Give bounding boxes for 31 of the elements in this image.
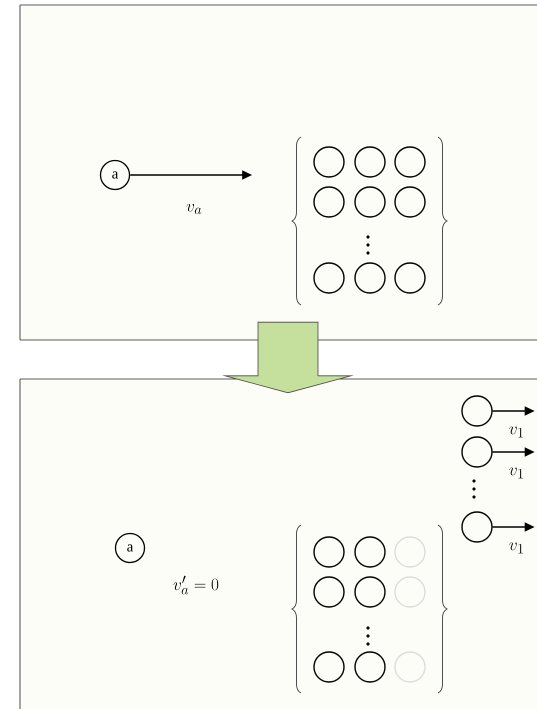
block-arrow (222, 322, 354, 394)
panel (19, 378, 537, 709)
velocity-label: $v_1$ (509, 467, 523, 478)
particle-circle (394, 186, 426, 218)
particle-circle (313, 651, 345, 683)
particle-circle (354, 576, 386, 608)
particle-circle (313, 576, 345, 608)
particle-circle (354, 536, 386, 568)
particle-circle (313, 536, 345, 568)
particle-circle (461, 395, 493, 427)
particle-label: a (100, 160, 130, 190)
particle-circle (461, 511, 493, 543)
particle-circle (354, 651, 386, 683)
particle-circle (394, 651, 426, 683)
particle-circle (313, 262, 345, 294)
particle-circle (313, 146, 345, 178)
velocity-label: $v_a$ (186, 204, 202, 214)
particle-circle (313, 186, 345, 218)
particle-circle (354, 146, 386, 178)
particle-circle (394, 262, 426, 294)
particle-circle (394, 536, 426, 568)
velocity-label: $v_1$ (509, 542, 523, 554)
velocity-label: $v'_a = 0$ (174, 576, 218, 594)
velocity-label: $v_1$ (509, 426, 523, 438)
panel (19, 4, 537, 341)
particle-circle (461, 436, 493, 468)
particle-circle (394, 146, 426, 178)
particle-label: a (114, 532, 146, 564)
particle-circle (394, 576, 426, 608)
particle-circle (354, 186, 386, 218)
particle-circle (354, 262, 386, 294)
